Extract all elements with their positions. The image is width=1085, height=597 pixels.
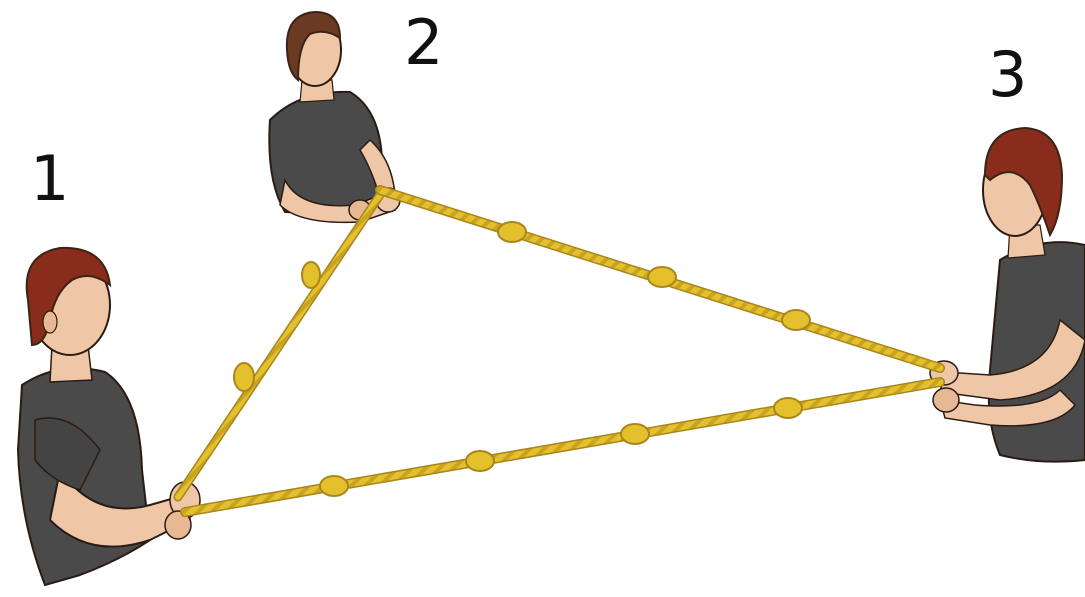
knot [782,310,810,330]
person-1 [18,248,200,585]
rope-1-2 [178,195,380,497]
knot [466,451,494,471]
person-1-ear [43,311,57,333]
knot [234,363,254,391]
person-3-label: 3 [988,44,1027,106]
person-3-hand-2 [933,388,959,412]
knot [774,398,802,418]
person-2-label: 2 [404,12,443,74]
rope-1-3 [185,382,940,512]
rope-2-3 [380,190,940,368]
knot [648,267,676,287]
knot [498,222,526,242]
knot [302,262,320,288]
knot [621,424,649,444]
knot [320,476,348,496]
person-3 [930,128,1085,462]
person-1-label: 1 [30,148,69,210]
